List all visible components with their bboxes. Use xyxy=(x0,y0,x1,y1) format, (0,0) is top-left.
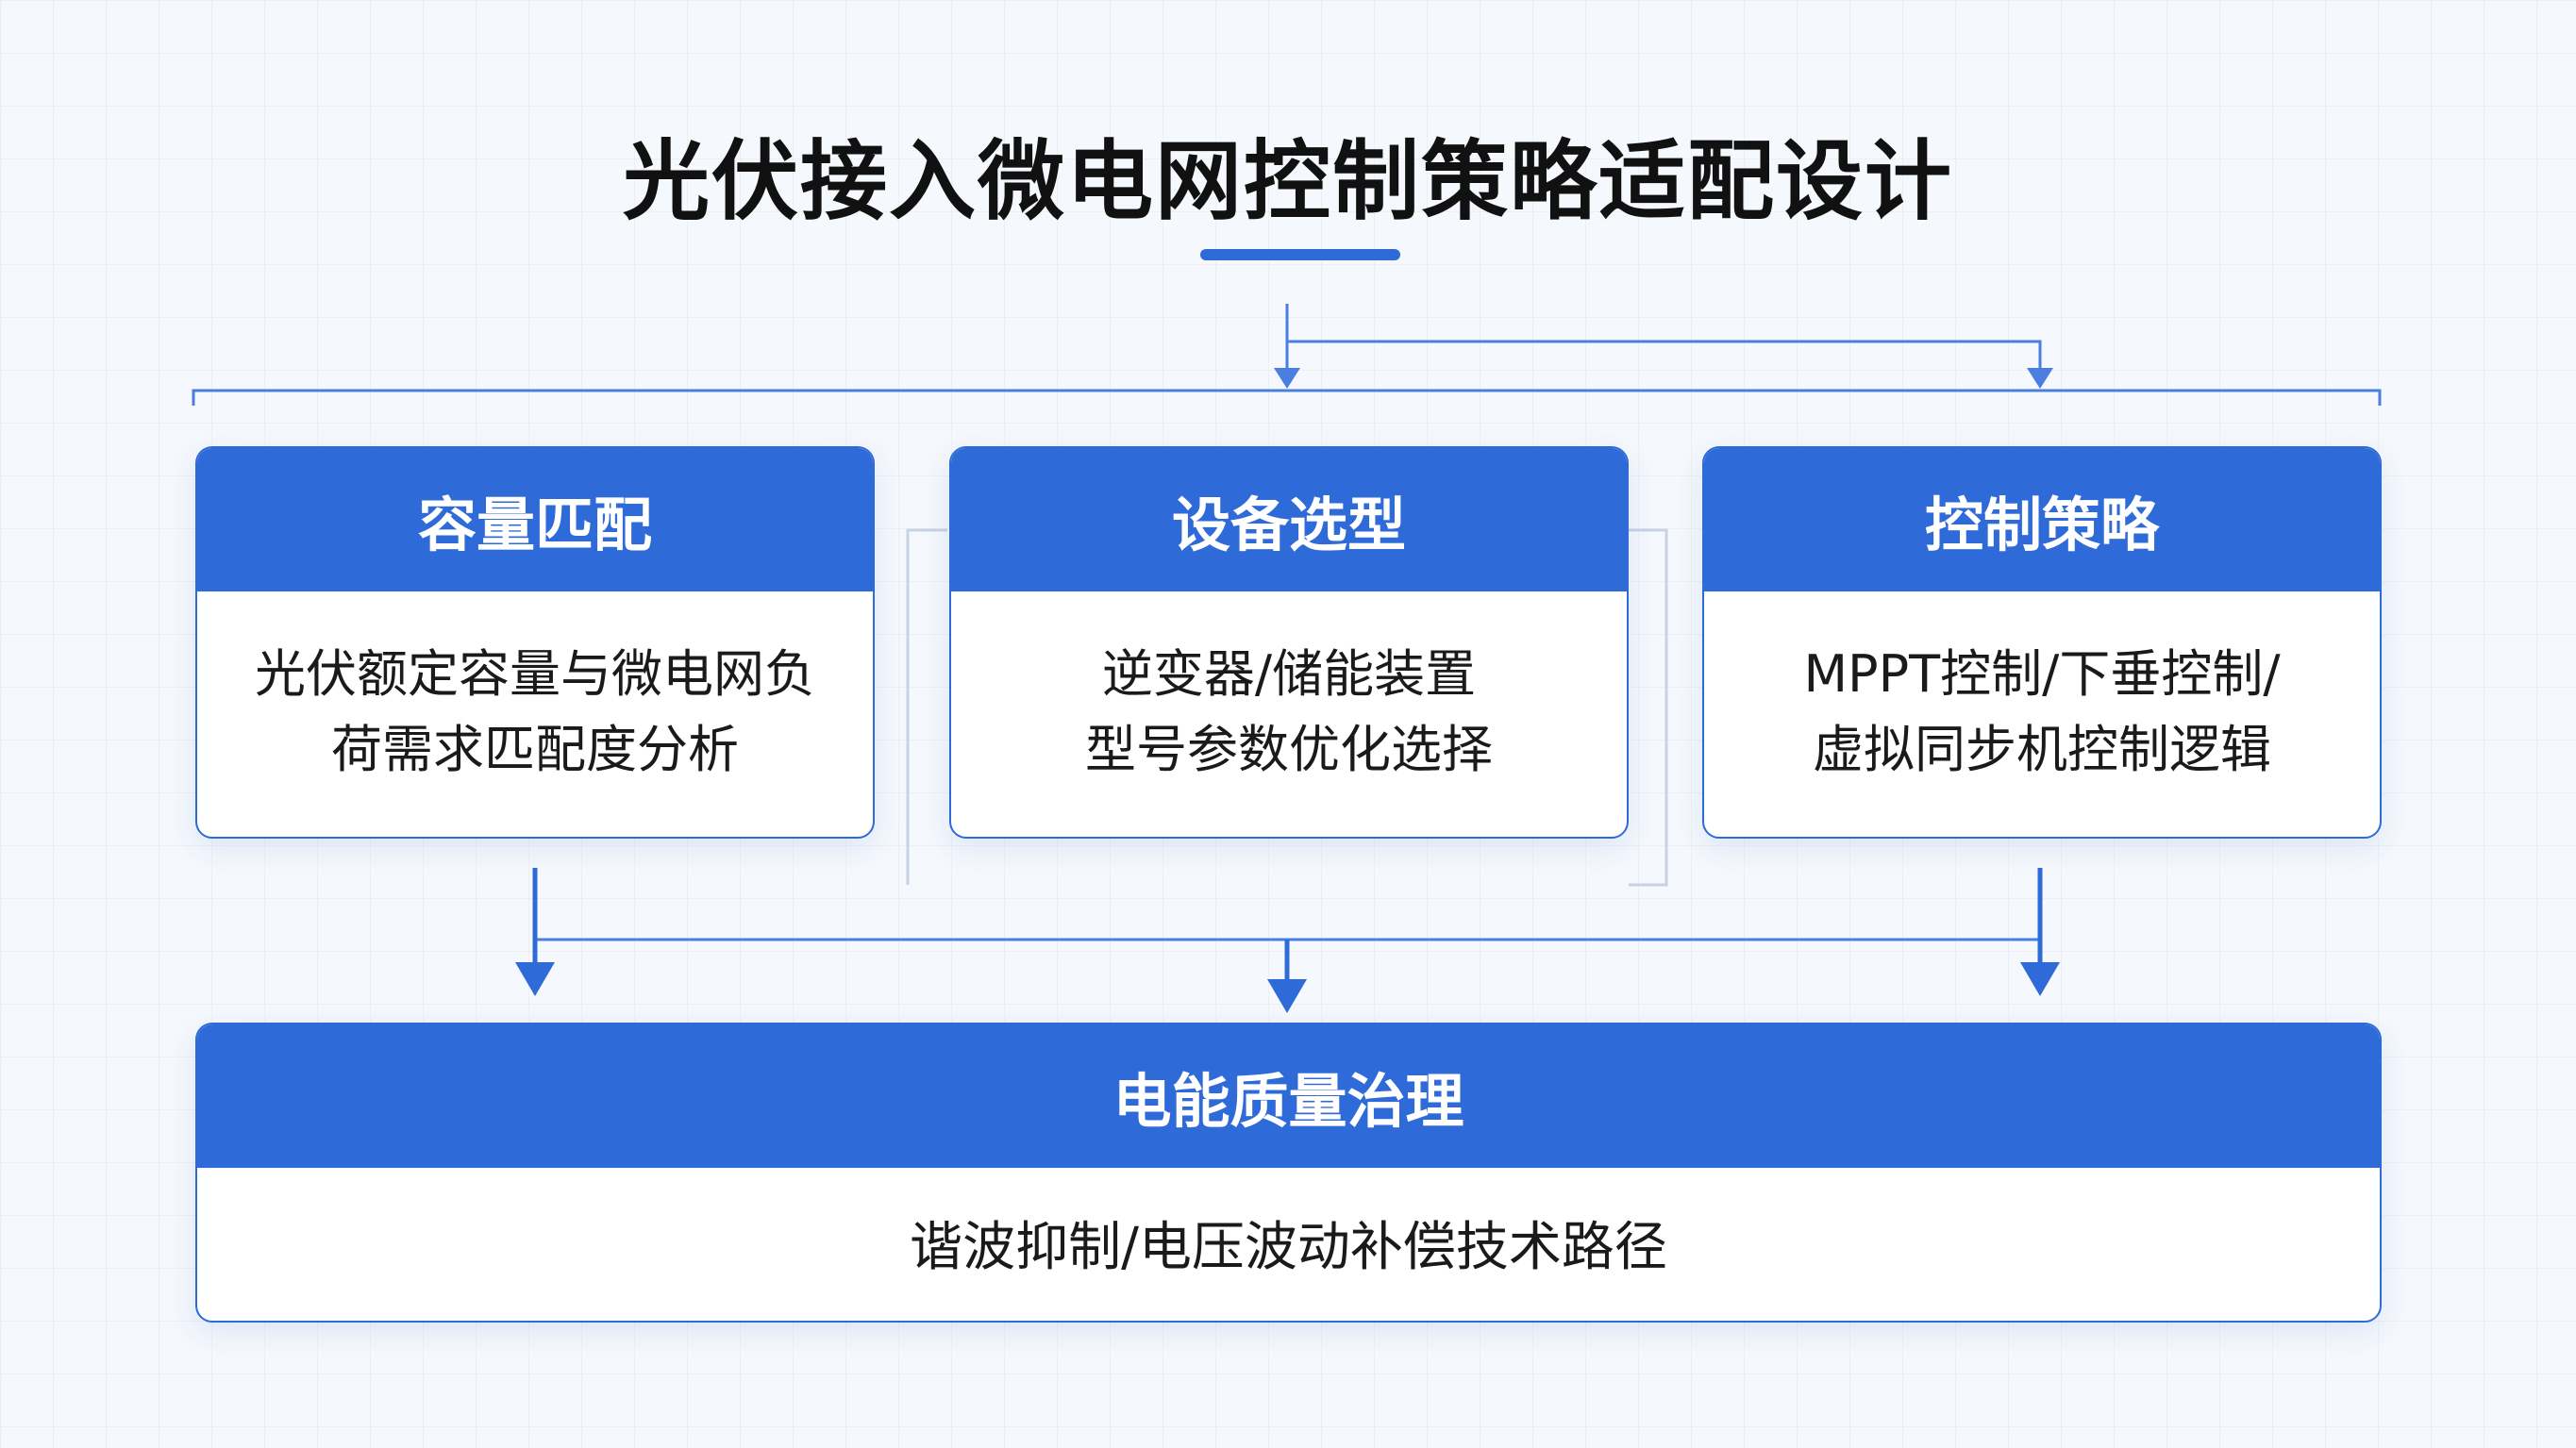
left-down-arrow xyxy=(515,962,555,996)
card-description: 逆变器/储能装置 型号参数优化选择 xyxy=(951,591,1627,833)
card-power-quality: 电能质量治理 谐波抑制/电压波动补偿技术路径 xyxy=(195,1023,2382,1323)
card-title: 电能质量治理 xyxy=(197,1024,2380,1168)
card-description: MPPT控制/下垂控制/ 虚拟同步机控制逻辑 xyxy=(1704,591,2380,833)
card-title: 容量匹配 xyxy=(197,448,873,591)
page-title: 光伏接入微电网控制策略适配设计 xyxy=(622,131,1953,232)
card-capacity-matching: 容量匹配 光伏额定容量与微电网负 荷需求匹配度分析 xyxy=(195,446,875,839)
card-description-line: 谐波抑制/电压波动补偿技术路径 xyxy=(910,1216,1667,1278)
card-description-line: MPPT控制/下垂控制/ xyxy=(1803,644,2281,704)
card-description-line: 虚拟同步机控制逻辑 xyxy=(1813,720,2271,779)
card-description-line: 荷需求匹配度分析 xyxy=(331,720,739,779)
center-stem-arrow xyxy=(1274,368,1300,389)
card-description-line: 型号参数优化选择 xyxy=(1085,720,1493,779)
center-down-arrow xyxy=(1267,979,1307,1013)
card-description-line: 光伏额定容量与微电网负 xyxy=(255,644,815,704)
left-side-bracket xyxy=(906,528,947,885)
right-down-arrow xyxy=(2020,962,2060,996)
title-underline xyxy=(1200,249,1400,260)
card-title: 设备选型 xyxy=(951,448,1627,591)
card-control-strategy: 控制策略 MPPT控制/下垂控制/ 虚拟同步机控制逻辑 xyxy=(1702,446,2382,839)
right-branch-line xyxy=(1287,340,2042,370)
top-bracket-line xyxy=(192,389,2382,406)
right-side-bracket xyxy=(1627,528,1668,887)
card-description-line: 逆变器/储能装置 xyxy=(1101,644,1477,704)
card-equipment-selection: 设备选型 逆变器/储能装置 型号参数优化选择 xyxy=(949,446,1629,839)
card-description: 光伏额定容量与微电网负 荷需求匹配度分析 xyxy=(197,591,873,833)
right-branch-arrow xyxy=(2027,368,2053,389)
card-description: 谐波抑制/电压波动补偿技术路径 xyxy=(197,1168,2380,1317)
card-title: 控制策略 xyxy=(1704,448,2380,591)
